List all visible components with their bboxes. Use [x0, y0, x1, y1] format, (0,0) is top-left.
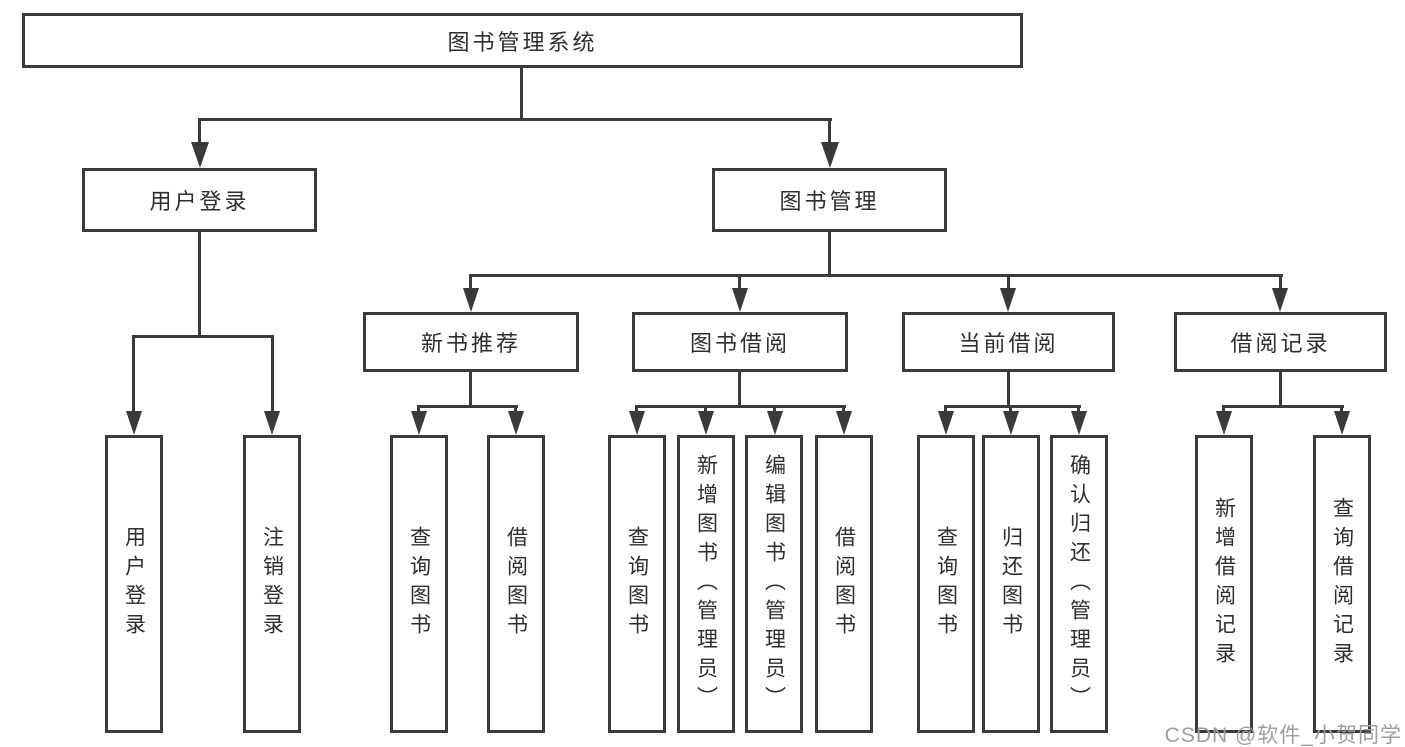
arrow-down-icon [411, 411, 427, 435]
arrow-down-icon [1071, 411, 1087, 435]
leaf-query-books-3: 查询图书 [917, 435, 975, 733]
connector-vline [514, 405, 517, 415]
node-book-management: 图书管理 [712, 168, 947, 232]
arrow-down-icon [264, 411, 280, 435]
connector-vline [1007, 274, 1010, 290]
node-library-system: 图书管理系统 [22, 13, 1023, 68]
connector-vline [1340, 405, 1343, 415]
leaf-return-book: 归还图书 [982, 435, 1040, 733]
arrow-down-icon [1000, 288, 1016, 312]
leaf-borrow-books-1: 借阅图书 [487, 435, 545, 733]
watermark: CSDN @软件_小贺同学 [1164, 724, 1402, 747]
connector-vline [469, 372, 472, 408]
arrow-down-icon [508, 411, 524, 435]
arrow-down-icon [698, 411, 714, 435]
connector-vline [1009, 405, 1012, 415]
leaf-edit-book-admin: 编辑图书（管理员） [745, 435, 803, 733]
connector-vline [773, 405, 776, 415]
connector-hline [198, 118, 832, 121]
connector-vline [635, 405, 638, 415]
leaf-query-borrow-record: 查询借阅记录 [1313, 435, 1371, 733]
connector-hline [132, 335, 274, 338]
connector-vline [469, 274, 472, 290]
connector-hline [417, 405, 518, 408]
arrow-down-icon [463, 288, 479, 312]
arrow-down-icon [1003, 411, 1019, 435]
connector-vline [1222, 405, 1225, 415]
connector-vline [944, 405, 947, 415]
arrow-down-icon [732, 288, 748, 312]
leaf-add-borrow-record: 新增借阅记录 [1195, 435, 1253, 733]
connector-vline [417, 405, 420, 415]
leaf-confirm-return-admin: 确认归还（管理员） [1050, 435, 1108, 733]
leaf-query-books-2: 查询图书 [608, 435, 666, 733]
leaf-logout: 注销登录 [243, 435, 301, 733]
arrow-down-icon [126, 411, 142, 435]
arrow-down-icon [836, 411, 852, 435]
arrow-down-icon [629, 411, 645, 435]
leaf-user-login: 用户登录 [105, 435, 163, 733]
connector-vline [1077, 405, 1080, 415]
arrow-down-icon [1216, 411, 1232, 435]
arrow-down-icon [1334, 411, 1350, 435]
connector-vline [1007, 372, 1010, 408]
leaf-borrow-books-2: 借阅图书 [815, 435, 873, 733]
node-user-login-branch: 用户登录 [82, 168, 317, 232]
connector-vline [198, 118, 201, 148]
connector-vline [828, 118, 831, 148]
connector-vline [198, 232, 201, 338]
connector-hline [469, 274, 1283, 277]
connector-vline [1279, 372, 1282, 408]
connector-vline [271, 335, 274, 415]
connector-vline [828, 232, 831, 277]
leaf-add-book-admin: 新增图书（管理员） [677, 435, 735, 733]
arrow-down-icon [938, 411, 954, 435]
leaf-query-books-1: 查询图书 [390, 435, 448, 733]
connector-hline [1222, 405, 1344, 408]
arrow-down-icon [1272, 288, 1288, 312]
node-new-book-recommend: 新书推荐 [363, 312, 579, 372]
node-borrow-records: 借阅记录 [1174, 312, 1387, 372]
arrow-down-icon [821, 142, 839, 168]
connector-vline [842, 405, 845, 415]
connector-vline [1279, 274, 1282, 290]
connector-vline [132, 335, 135, 415]
node-book-borrow: 图书借阅 [632, 312, 848, 372]
connector-vline [520, 68, 523, 120]
node-current-borrow: 当前借阅 [902, 312, 1115, 372]
connector-hline [944, 405, 1081, 408]
connector-vline [738, 274, 741, 290]
connector-vline [738, 372, 741, 408]
connector-vline [704, 405, 707, 415]
arrow-down-icon [191, 142, 209, 168]
connector-hline [635, 405, 846, 408]
arrow-down-icon [767, 411, 783, 435]
